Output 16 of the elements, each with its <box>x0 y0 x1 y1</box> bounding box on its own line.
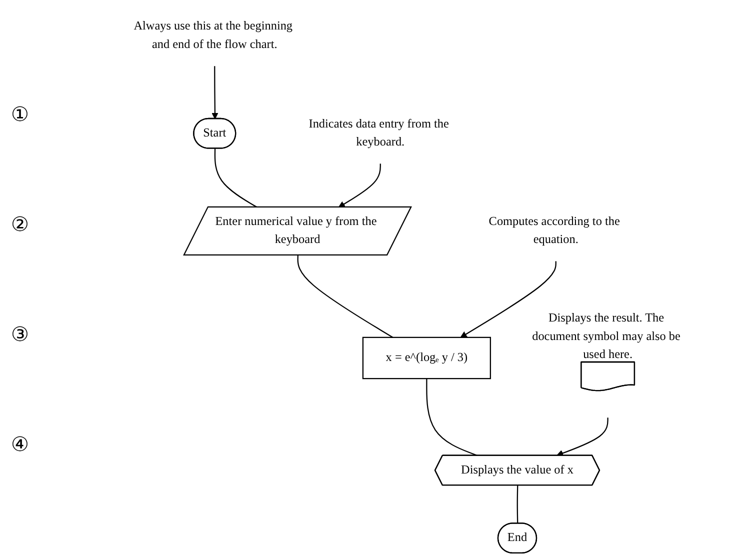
node-text: Indicates data entry from the keyboard. <box>308 117 449 149</box>
step-number: ② <box>11 213 29 238</box>
arrow <box>460 260 556 338</box>
arrow <box>338 163 381 208</box>
connector <box>297 255 394 338</box>
arrow <box>212 66 218 120</box>
step-number: ④ <box>11 432 29 457</box>
node-text: Always use this at the beginning and end of the flow chart. <box>134 20 293 52</box>
node-text: Displays the result. The document symbol may also be used here. <box>532 312 680 362</box>
step-number: ③ <box>11 322 29 347</box>
node-text: Computes according to the equation. <box>488 214 620 246</box>
connector <box>214 148 258 208</box>
arrow <box>556 417 608 456</box>
step-number: ① <box>11 103 29 128</box>
connector <box>516 485 518 524</box>
node-box: x = e^(logₑ y / 3) <box>362 336 491 380</box>
